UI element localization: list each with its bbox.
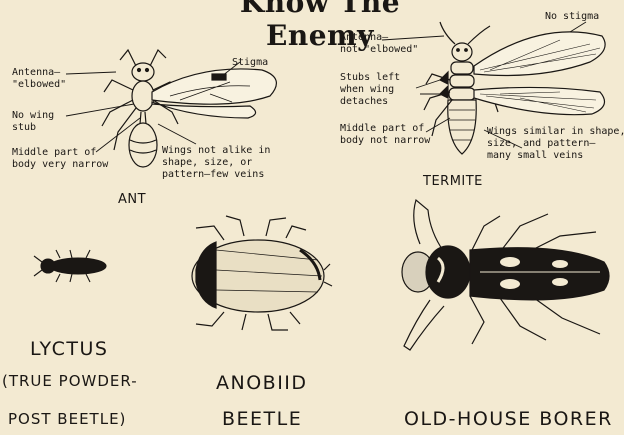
lyctus-subtitle-1: (TRUE POWDER- [2, 372, 138, 390]
termite-caption: TERMITE [423, 174, 483, 189]
lyctus-subtitle-2: POST BEETLE) [8, 410, 126, 428]
old-house-borer-label: OLD-HOUSE BORER [404, 408, 624, 430]
lyctus-illustration [34, 250, 106, 282]
ant-middle-part-label: Middle part of body very narrow [12, 147, 108, 171]
termite-middle-part-label: Middle part of body not narrow [340, 123, 430, 147]
old-house-borer-illustration [402, 200, 609, 350]
termite-stubs-label: Stubs left when wing detaches [340, 72, 400, 108]
termite-wings-label: Wings similar in shape, size, and patter… [487, 126, 624, 162]
ant-wings-label: Wings not alike in shape, size, or patte… [162, 145, 270, 181]
anobiid-label-2: BEETLE [222, 408, 302, 430]
termite-no-stigma-label: No stigma [545, 11, 599, 23]
ant-caption: ANT [118, 192, 146, 207]
anobiid-label-1: ANOBIID [216, 372, 308, 394]
termite-antenna-label: Antenna— not "elbowed" [340, 32, 418, 56]
ant-no-wing-stub-label: No wing stub [12, 110, 54, 134]
ant-antenna-label: Antenna— "elbowed" [12, 67, 66, 91]
anobiid-illustration [192, 216, 332, 330]
ant-stigma-label: Stigma [232, 57, 268, 69]
lyctus-label: LYCTUS [30, 338, 108, 360]
